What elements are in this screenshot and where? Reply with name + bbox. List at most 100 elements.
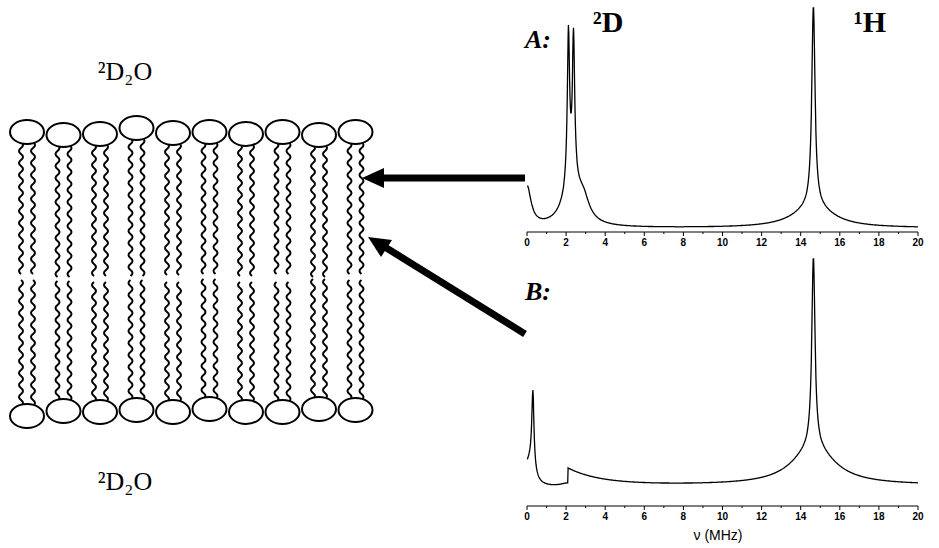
axis-tick (546, 232, 547, 234)
lipid-tail (104, 144, 108, 276)
lipid-head (47, 399, 81, 423)
lipid-head (339, 120, 373, 144)
axis-tick (605, 232, 606, 236)
tick-label: 16 (834, 238, 845, 248)
label: ¹H (854, 7, 886, 37)
tick-label: 10 (717, 238, 728, 248)
lipid-tail (238, 282, 242, 402)
lipid-tail (31, 280, 35, 406)
axis-tick (878, 232, 879, 236)
pointer-arrow (380, 244, 525, 334)
lipid-tail (250, 282, 254, 402)
lipid-head (229, 400, 263, 424)
tick-label: 4 (602, 512, 608, 522)
axis-tick (722, 232, 723, 236)
lipid-tail (56, 281, 60, 401)
axis-tick (605, 506, 606, 510)
axis-tick (898, 232, 899, 234)
lipid-tail (19, 280, 23, 406)
lipid-head (120, 398, 154, 422)
tick-label: 0 (524, 512, 530, 522)
lipid-tail (92, 282, 96, 402)
lipid-tail (250, 144, 254, 276)
lipid-tail (214, 142, 218, 274)
axis-tick (742, 506, 743, 508)
label: ²D₂O (98, 469, 152, 495)
axis-tick (722, 506, 723, 510)
tick-label: 8 (681, 238, 687, 248)
label: ²D₂O (98, 59, 152, 85)
lipid-tail (311, 145, 315, 277)
lipid-head (10, 120, 44, 144)
lipid-tail (141, 280, 145, 400)
axis-tick (859, 232, 860, 234)
axis-tick (644, 232, 645, 236)
tick-label: 2 (563, 238, 569, 248)
lipid-tail (68, 281, 72, 401)
axis-tick (878, 506, 879, 510)
arrow-head (368, 237, 392, 257)
axis-tick (839, 232, 840, 236)
tick-label: 0 (524, 238, 530, 248)
lipid-head (193, 120, 227, 144)
lipid-tail (214, 279, 218, 399)
lipid-head (302, 397, 336, 421)
axis-tick (859, 506, 860, 508)
lipid-tail (348, 280, 352, 400)
lipid-tail (31, 142, 35, 274)
lipid-tail (165, 143, 169, 275)
spectrum-b (527, 259, 918, 485)
pointer-arrow (372, 175, 525, 182)
axis-tick (546, 506, 547, 508)
lipid-tail (275, 142, 279, 274)
lipid-bilayer (10, 116, 373, 428)
axis-tick (566, 232, 567, 236)
tick-label: 8 (681, 512, 687, 522)
label: ²D (593, 7, 624, 37)
lipid-head (266, 400, 300, 424)
axis-tick (702, 506, 703, 508)
lipid-tail (19, 142, 23, 274)
tick-label: 18 (873, 512, 884, 522)
lipid-head (120, 116, 154, 140)
lipid-head (156, 400, 190, 424)
tick-label: 6 (642, 512, 648, 522)
lipid-head (47, 123, 81, 147)
lipid-tail (348, 142, 352, 274)
tick-label: 12 (756, 512, 767, 522)
axis-tick (644, 506, 645, 510)
axis-tick (585, 232, 586, 234)
axis-tick (663, 506, 664, 508)
axis-title: ν (MHz) (694, 528, 743, 542)
lipid-head (10, 404, 44, 428)
lipid-tail (165, 282, 169, 402)
tick-label: 18 (873, 238, 884, 248)
tick-label: 20 (912, 512, 923, 522)
axis-tick (663, 232, 664, 234)
axis-tick (781, 506, 782, 508)
lipid-tail (275, 282, 279, 402)
lipid-head (156, 121, 190, 145)
axis-tick (761, 506, 762, 510)
axis-tick (800, 232, 801, 236)
lipid-tail (360, 280, 364, 400)
axis-tick (683, 232, 684, 236)
lipid-head (83, 122, 117, 146)
label: A: (525, 27, 551, 53)
axis-tick (918, 506, 919, 510)
tick-label: 14 (795, 238, 806, 248)
lipid-head (339, 398, 373, 422)
axis-tick (527, 232, 528, 236)
lipid-head (302, 123, 336, 147)
lipid-tail (287, 282, 291, 402)
axis-tick (820, 232, 821, 234)
lipid-tail (238, 144, 242, 276)
lipid-tail (323, 145, 327, 277)
axis-tick (839, 506, 840, 510)
lipid-head (83, 400, 117, 424)
lipid-tail (92, 144, 96, 276)
label: B: (525, 279, 551, 305)
spectrum-a (527, 8, 918, 227)
tick-label: 16 (834, 512, 845, 522)
